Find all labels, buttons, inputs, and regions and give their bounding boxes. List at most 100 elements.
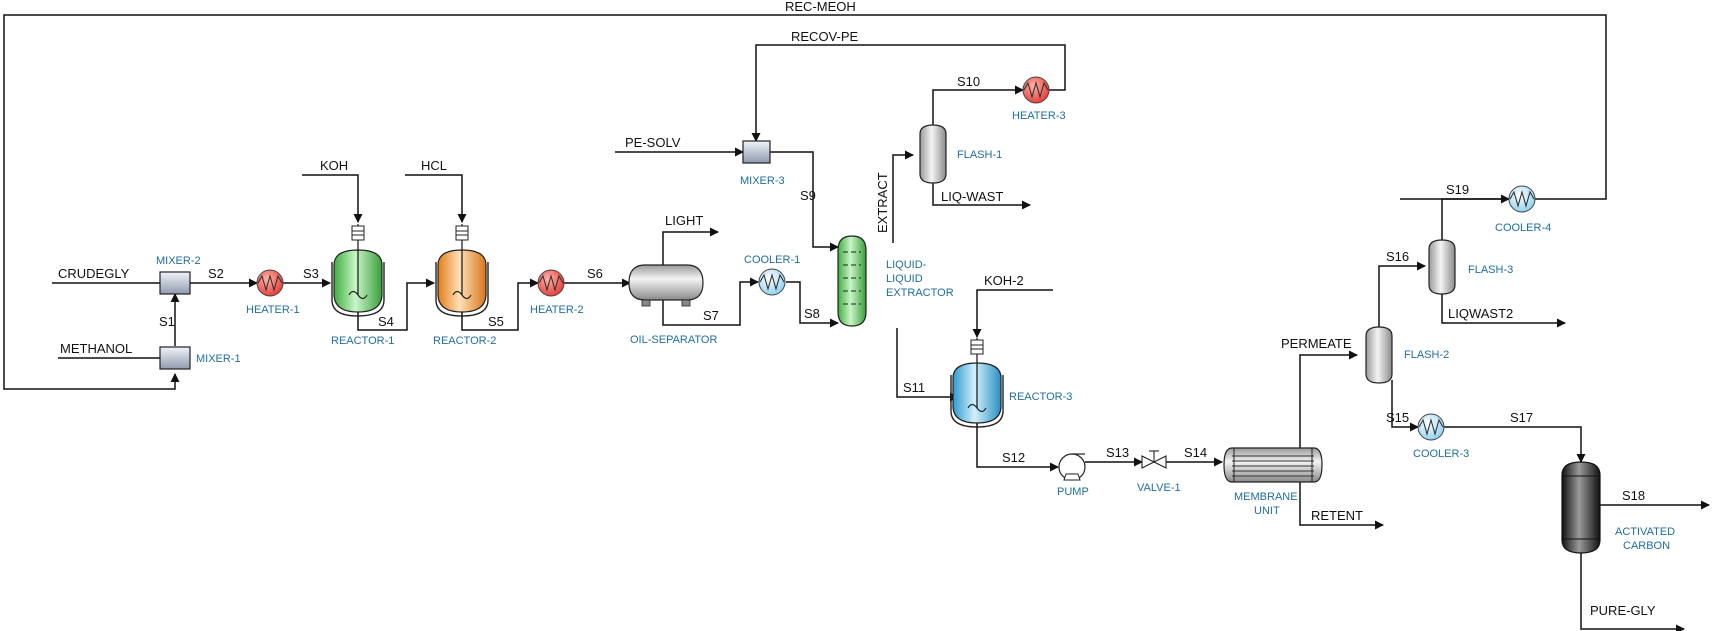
stream-s8-line	[786, 281, 839, 328]
stream-methanol-label: METHANOL	[60, 341, 132, 356]
stream-s8-label: S8	[804, 306, 820, 321]
stream-s5-label: S5	[488, 314, 504, 329]
cooler-1-label: COOLER-1	[744, 254, 800, 266]
stream-s4-line	[357, 278, 435, 331]
flash-3-drum[interactable]	[1428, 239, 1456, 295]
stream-s12-label: S12	[1002, 450, 1025, 465]
stream-s5-line	[461, 278, 539, 331]
membrane-unit-label-line2: UNIT	[1254, 505, 1280, 517]
mixer-2-label: MIXER-2	[156, 255, 201, 267]
pump-icon[interactable]	[1058, 453, 1086, 481]
mixer-3-block[interactable]	[742, 140, 771, 164]
stream-koh-line	[302, 174, 363, 223]
stream-s18-label: S18	[1622, 488, 1645, 503]
mixer-2-block[interactable]	[159, 271, 191, 295]
stream-s9-label: S9	[800, 188, 816, 203]
cooler-4-icon[interactable]	[1508, 185, 1536, 213]
stream-pure-gly-label: PURE-GLY	[1590, 603, 1656, 618]
stream-s17-label: S17	[1510, 410, 1533, 425]
stream-s14-label: S14	[1184, 445, 1207, 460]
stream-s10-label: S10	[957, 74, 980, 89]
cooler-1-icon[interactable]	[758, 268, 786, 296]
flash-1-drum[interactable]	[919, 124, 947, 184]
stream-crudegly-label: CRUDEGLY	[58, 266, 130, 281]
heater-2-icon[interactable]	[537, 269, 565, 297]
reactor-2-label: REACTOR-2	[433, 335, 496, 347]
stream-hcl-line	[405, 174, 467, 223]
flash-2-drum[interactable]	[1365, 326, 1393, 384]
stream-liq-wast-label: LIQ-WAST	[941, 189, 1003, 204]
stream-rec-meoh-line	[3, 14, 1607, 390]
activated-carbon-label-line1: ACTIVATED	[1615, 526, 1675, 538]
reactor-1-vessel[interactable]	[331, 224, 385, 317]
pump-label: PUMP	[1057, 486, 1089, 498]
activated-carbon-column[interactable]	[1561, 461, 1601, 554]
stream-liqwast2-line	[1441, 291, 1566, 328]
cooler-4-label: COOLER-4	[1495, 222, 1551, 234]
stream-recov-pe-label: RECOV-PE	[791, 29, 859, 44]
stream-retent-line	[1299, 480, 1384, 530]
stream-s13-label: S13	[1106, 445, 1129, 460]
lle-label-line2: LIQUID	[886, 273, 923, 285]
liquid-liquid-extractor-column[interactable]	[837, 235, 867, 327]
stream-s7-line	[662, 277, 759, 326]
stream-s9-line	[770, 151, 839, 252]
valve-1-label: VALVE-1	[1137, 482, 1181, 494]
activated-carbon-label-line2: CARBON	[1623, 540, 1670, 552]
stream-light-line	[662, 227, 719, 265]
stream-labels: REC-MEOH RECOV-PE CRUDEGLY METHANOL S1 S…	[58, 0, 1656, 618]
stream-s6-label: S6	[587, 266, 603, 281]
stream-s7-label: S7	[703, 308, 719, 323]
oil-separator-drum[interactable]	[628, 264, 704, 307]
heater-3-label: HEATER-3	[1012, 110, 1066, 122]
stream-koh2-line	[972, 289, 1053, 338]
flash-3-label: FLASH-3	[1468, 264, 1513, 276]
valve-1-icon[interactable]	[1141, 450, 1167, 469]
stream-pe-solv-label: PE-SOLV	[625, 135, 681, 150]
cooler-3-label: COOLER-3	[1413, 448, 1469, 460]
stream-hcl-label: HCL	[421, 158, 447, 173]
oil-separator-label: OIL-SEPARATOR	[630, 334, 717, 346]
reactor-3-label: REACTOR-3	[1009, 391, 1072, 403]
heater-2-label: HEATER-2	[530, 304, 584, 316]
stream-s17-line	[1444, 426, 1586, 463]
lle-label-line1: LIQUID-	[886, 259, 927, 271]
stream-s16-label: S16	[1386, 249, 1409, 264]
stream-s1-label: S1	[159, 314, 175, 329]
stream-koh-label: KOH	[320, 158, 348, 173]
stream-s15-label: S15	[1386, 410, 1409, 425]
stream-s16-line	[1378, 261, 1426, 330]
stream-s19-label: S19	[1446, 182, 1469, 197]
equipment	[159, 76, 1601, 554]
stream-retent-label: RETENT	[1311, 508, 1363, 523]
stream-s12-line	[976, 423, 1059, 472]
stream-liqwast2-label: LIQWAST2	[1448, 306, 1513, 321]
flash-1-label: FLASH-1	[957, 149, 1002, 161]
reactor-3-vessel[interactable]	[950, 338, 1004, 428]
stream-s15-line	[1391, 380, 1419, 432]
heater-1-icon[interactable]	[256, 269, 284, 297]
stream-s3-label: S3	[303, 266, 319, 281]
reactor-2-vessel[interactable]	[435, 224, 489, 317]
mixer-1-block[interactable]	[159, 346, 191, 370]
stream-s10-line	[932, 85, 1024, 128]
stream-koh2-label: KOH-2	[984, 273, 1024, 288]
stream-s11-line	[896, 328, 959, 402]
stream-s11-label: S11	[903, 380, 925, 395]
reactor-1-label: REACTOR-1	[331, 335, 394, 347]
stream-extract-line	[892, 150, 914, 243]
mixer-1-label: MIXER-1	[196, 353, 241, 365]
mixer-3-label: MIXER-3	[740, 175, 785, 187]
stream-permeate-line	[1299, 350, 1358, 450]
membrane-unit-module[interactable]	[1223, 447, 1323, 483]
stream-light-label: LIGHT	[665, 213, 703, 228]
lle-label-line3: EXTRACTOR	[886, 287, 954, 299]
cooler-3-icon[interactable]	[1417, 413, 1445, 441]
stream-rec-meoh-label: REC-MEOH	[785, 0, 856, 14]
stream-pure-gly-line	[1580, 552, 1685, 631]
stream-liq-wast-line	[932, 180, 1031, 210]
heater-3-icon[interactable]	[1022, 76, 1050, 104]
stream-recov-pe-line	[751, 44, 1066, 142]
equipment-labels: MIXER-2 MIXER-1 HEATER-1 REACTOR-1 REACT…	[156, 110, 1675, 552]
